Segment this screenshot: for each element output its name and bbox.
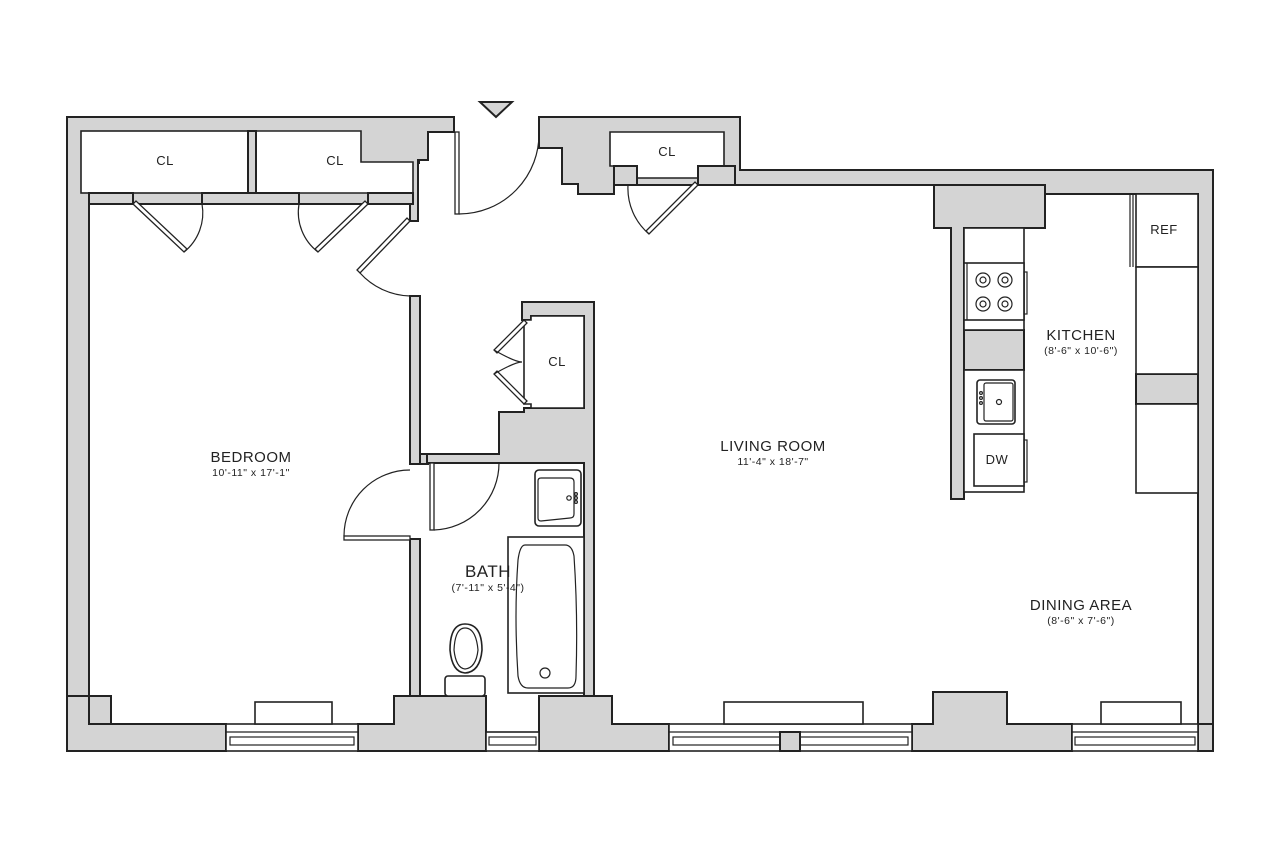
- closet-1-doors[interactable]: [132, 200, 204, 253]
- living-room-label: LIVING ROOM 11'-4" x 18'-7": [720, 438, 826, 469]
- dishwasher-label: DW: [985, 452, 1009, 467]
- closet-1-label: CL: [156, 153, 174, 168]
- kitchen-right-counter-upper: [1135, 266, 1199, 375]
- living-room-name: LIVING ROOM: [720, 438, 826, 455]
- living-radiator: [723, 701, 864, 725]
- left-closet-walls: [66, 116, 455, 725]
- closet-3-doors[interactable]: [627, 181, 699, 235]
- kitchen-sink: [976, 379, 1016, 425]
- exterior-walls: [66, 116, 455, 752]
- bathtub-frame: [507, 536, 585, 694]
- closet-header-b: [201, 192, 300, 205]
- kitchen-dimensions: (8'-6" x 10'-6"): [1044, 345, 1118, 357]
- dishwasher: [973, 433, 1025, 487]
- closet-3-jamb-left: [613, 165, 638, 186]
- closet-2-doors[interactable]: [297, 200, 369, 253]
- bath-dimensions: (7'-11" x 5'-4"): [451, 582, 525, 594]
- tub-drain: [539, 667, 551, 679]
- bedroom-lower-door[interactable]: [343, 469, 411, 541]
- living-room-dimensions: 11'-4" x 18'-7": [737, 456, 809, 468]
- bedroom-hall-wall: [409, 295, 421, 465]
- stove: [963, 262, 1028, 321]
- bath-name: BATH: [464, 562, 512, 581]
- refrigerator-label: REF: [1150, 222, 1178, 237]
- kitchen-name: KITCHEN: [1046, 327, 1116, 344]
- dining-area-name: DINING AREA: [1029, 597, 1133, 614]
- bathtub-basin: [515, 544, 578, 689]
- bedroom-label: BEDROOM 10'-11" x 17'-1": [210, 449, 291, 480]
- closet-partition: [247, 130, 257, 194]
- toilet: [444, 623, 486, 697]
- bedroom-corner-a: [88, 695, 112, 725]
- refrigerator: [1135, 193, 1199, 268]
- bath-bottom-wall-right: [538, 695, 670, 752]
- bedroom-dimensions: 10'-11" x 17'-1": [212, 467, 290, 479]
- top-right-wall: [538, 116, 1214, 752]
- kitchen-counter-gap: [963, 329, 1025, 371]
- bedroom-door[interactable]: [356, 217, 411, 297]
- kitchen-label: KITCHEN (8'-6" x 10'-6"): [1044, 327, 1118, 358]
- bath-bottom-wall-left: [357, 690, 487, 752]
- entry-door[interactable]: [454, 131, 540, 215]
- closet-3-jamb-right: [697, 165, 736, 186]
- bath-door[interactable]: [429, 462, 500, 531]
- bedroom-name: BEDROOM: [210, 449, 292, 466]
- closet-2-label: CL: [326, 153, 344, 168]
- hall-closet-doors[interactable]: [493, 319, 528, 405]
- closet-4-label: CL: [548, 354, 566, 369]
- bottom-right-corner: [1197, 723, 1214, 752]
- bedroom-lower-wall: [409, 538, 421, 697]
- dining-bottom-column: [911, 691, 1073, 752]
- bedroom-radiator: [254, 701, 333, 725]
- bath-sink: [534, 469, 582, 527]
- dining-area-dimensions: (8'-6" x 7'-6"): [1047, 615, 1115, 627]
- kitchen-right-gap: [1135, 373, 1199, 405]
- closet-header-c: [367, 192, 414, 205]
- hall-closet-interior: [523, 315, 585, 409]
- closet-1-interior: [80, 130, 249, 194]
- dining-radiator: [1100, 701, 1182, 725]
- entry-triangle-icon: [477, 101, 515, 119]
- closet-3-label: CL: [658, 144, 676, 159]
- kitchen-right-counter-lower: [1135, 403, 1199, 494]
- dining-area-label: DINING AREA (8'-6" x 7'-6"): [1030, 597, 1132, 628]
- bath-label: BATH (7'-11" x 5'-4"): [452, 562, 525, 595]
- stove-burner-icons: [975, 272, 1013, 312]
- closet-header-a: [88, 192, 134, 205]
